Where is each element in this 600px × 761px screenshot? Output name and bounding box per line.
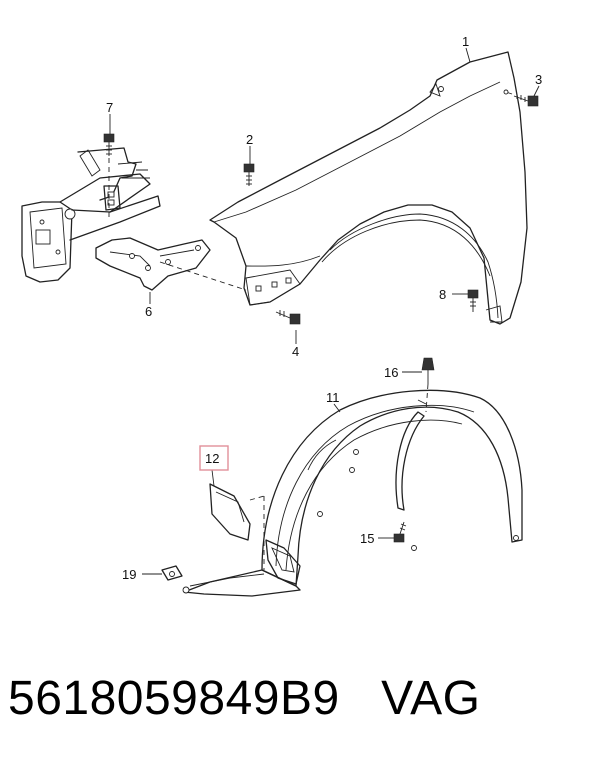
front-fender (209, 51, 528, 325)
callout-12: 12 (205, 451, 219, 466)
bracket-alignment-line (159, 261, 247, 291)
nut-19-icon (161, 565, 183, 581)
callout-11: 11 (326, 390, 340, 405)
insert-alignment-line (249, 495, 265, 501)
screw-2-icon (243, 163, 255, 186)
callout-6: 6 (145, 304, 152, 319)
liner-insert-12 (209, 483, 251, 541)
callout-1: 1 (462, 34, 469, 49)
clip-16-icon (421, 357, 435, 384)
screw-8-icon (467, 289, 479, 312)
callout-2: 2 (246, 132, 253, 147)
wheel-housing-liner (182, 389, 523, 597)
screw-7-icon (103, 133, 115, 156)
leader-lines (109, 47, 540, 575)
callout-4: 4 (292, 344, 299, 359)
fender-bracket-assembly (21, 147, 211, 291)
clip-16-axis (425, 383, 429, 413)
callout-19: 19 (122, 567, 136, 582)
screw-15-icon (393, 521, 407, 543)
callout-8: 8 (439, 287, 446, 302)
callout-16: 16 (384, 365, 398, 380)
callout-15: 15 (360, 531, 374, 546)
part-number-caption: 5618059849B9 VAG (8, 672, 481, 725)
screw-3-icon (513, 94, 539, 107)
callout-3: 3 (535, 72, 542, 87)
callout-7: 7 (106, 100, 113, 115)
screw-4-icon (275, 310, 301, 325)
callout-12-highlight-box (199, 445, 229, 471)
